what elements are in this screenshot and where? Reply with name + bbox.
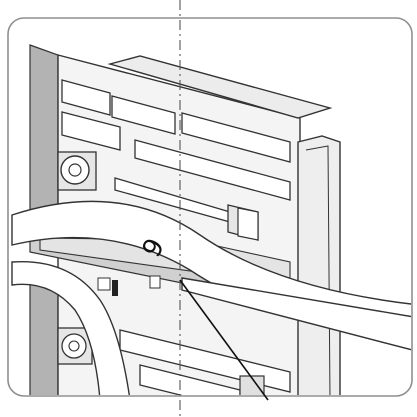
lower-slot-2 bbox=[139, 364, 241, 395]
chassis-left-wall-lower bbox=[29, 279, 59, 395]
right-rail bbox=[297, 135, 341, 395]
upper-slot-1 bbox=[61, 79, 111, 116]
lower-block bbox=[239, 375, 265, 395]
chassis-left-wall bbox=[29, 44, 59, 226]
chassis-illustration bbox=[11, 44, 411, 395]
shelf-tab-2 bbox=[112, 280, 118, 296]
pull-tab bbox=[181, 277, 411, 353]
shelf-tab-3 bbox=[149, 275, 161, 289]
round-connector-upper bbox=[57, 151, 97, 191]
shelf-tab-1 bbox=[97, 277, 111, 291]
guide-curve-lower bbox=[11, 260, 131, 395]
callout-leader-line bbox=[179, 279, 269, 401]
upper-slot-5 bbox=[134, 139, 291, 201]
latch-head-face bbox=[237, 207, 259, 241]
upper-slot-2 bbox=[111, 95, 176, 135]
top-tray bbox=[107, 55, 333, 119]
upper-slot-4 bbox=[61, 111, 121, 151]
upper-slot-3 bbox=[181, 112, 291, 163]
